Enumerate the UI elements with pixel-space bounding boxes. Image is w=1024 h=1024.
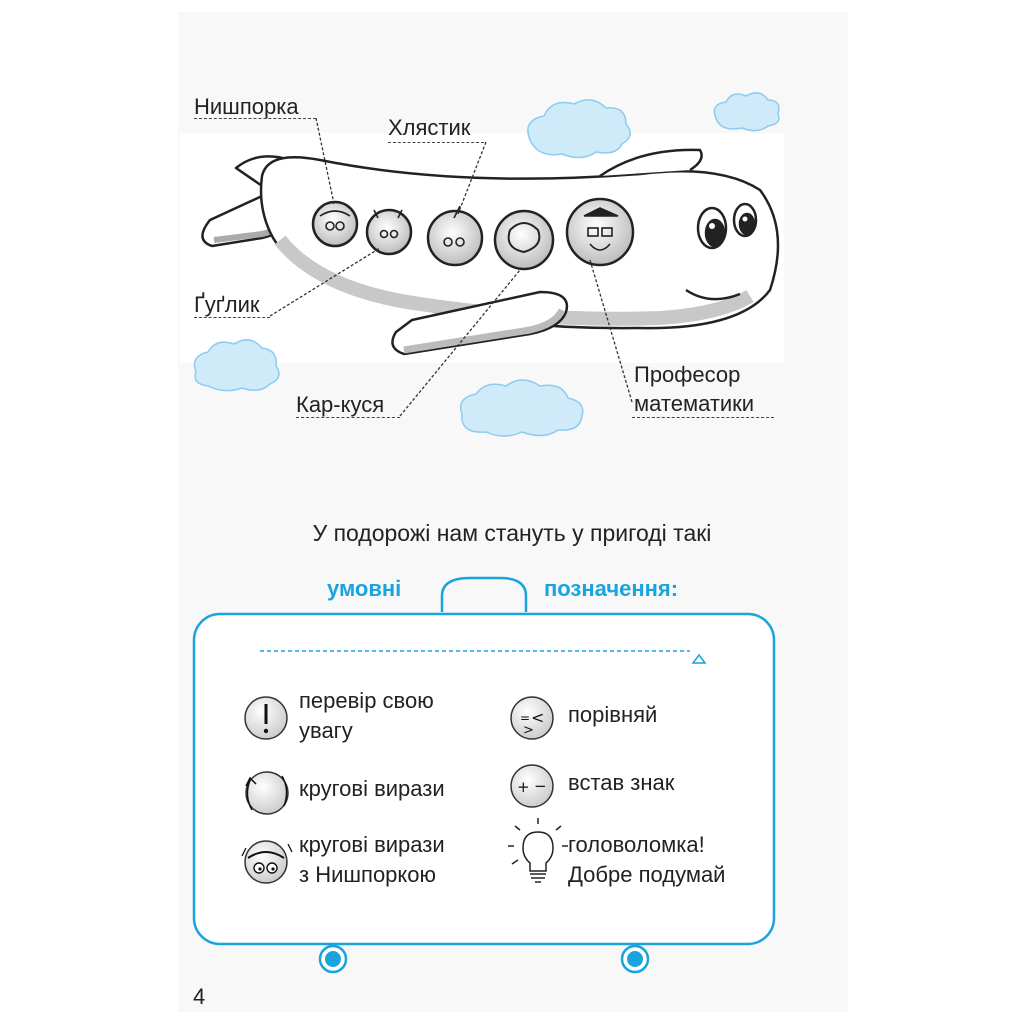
page-number: 4 xyxy=(193,984,206,1009)
legend-compare: порівняй xyxy=(568,702,658,727)
label-underline xyxy=(388,142,484,143)
svg-text:>: > xyxy=(523,723,534,738)
svg-text:+: + xyxy=(517,778,530,796)
suitcase-title-right: позначення: xyxy=(544,576,679,601)
cloud-icon xyxy=(459,379,584,437)
legend-text-line: перевір свою xyxy=(299,688,434,713)
compare-icon: = < > xyxy=(510,696,554,740)
legend-text-line: з Нишпоркою xyxy=(299,862,437,887)
label-underline xyxy=(194,317,270,318)
circular-arrow-icon xyxy=(245,771,289,815)
label-professor-line1: Професор xyxy=(634,362,741,387)
airplane xyxy=(201,148,780,356)
svg-text:−: − xyxy=(534,777,547,795)
legend-circular: кругові вирази xyxy=(299,776,445,801)
suitcase-title-left: умовні xyxy=(327,576,402,601)
legend-text-line: Добре подумай xyxy=(568,862,726,887)
svg-text:=: = xyxy=(520,711,530,725)
label-guglyk: Ґуґлик xyxy=(194,292,260,317)
label-khliastyk: Хлястик xyxy=(388,115,471,140)
lightbulb-icon xyxy=(508,818,568,883)
label-underline xyxy=(632,417,774,418)
label-underline xyxy=(194,118,316,119)
plus-minus-icon: + − xyxy=(510,764,554,808)
exclamation-icon xyxy=(244,696,288,740)
legend-check-attention: перевір свою увагу xyxy=(299,686,434,746)
label-nyshporka: Нишпорка xyxy=(194,94,299,119)
leader-lines xyxy=(269,117,633,417)
label-underline xyxy=(296,417,400,418)
legend-text-line: кругові вирази xyxy=(299,832,445,857)
suitcase xyxy=(192,576,776,974)
label-professor-line2: математики xyxy=(634,391,755,416)
legend-insert-sign: встав знак xyxy=(568,770,675,795)
character-faces xyxy=(319,205,619,254)
label-kar-kusia: Кар-куся xyxy=(296,392,385,417)
legend-circular-nyshporka: кругові вирази з Нишпоркою xyxy=(299,830,445,890)
legend-text-line: головоломка! xyxy=(568,832,705,857)
legend-text-line: увагу xyxy=(299,718,353,743)
cloud-icon xyxy=(193,339,280,392)
cloud-icon xyxy=(713,92,780,132)
intro-text: У подорожі нам стануть у пригоді такі xyxy=(312,520,712,546)
svg-text:<: < xyxy=(531,708,544,727)
nyshporka-face-icon xyxy=(241,840,293,884)
cloud-icon xyxy=(527,99,631,159)
legend-puzzle: головоломка! Добре подумай xyxy=(568,830,725,890)
